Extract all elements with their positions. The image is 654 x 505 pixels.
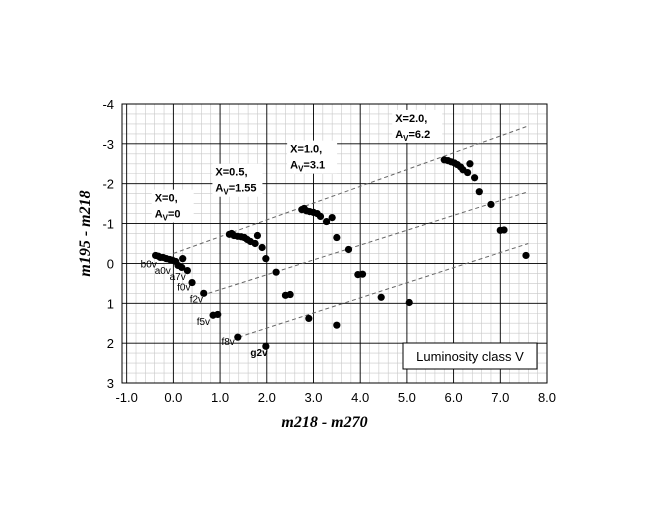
data-point [286, 290, 294, 299]
x-axis-title: m218 - m270 [281, 414, 367, 431]
data-point [258, 243, 266, 252]
data-point [316, 212, 325, 220]
data-point [475, 188, 483, 196]
annotation-sub: V [403, 134, 409, 143]
data-points [152, 156, 530, 350]
annotation-line-av: AV=6.2 [395, 129, 430, 143]
annotation-background [212, 163, 263, 197]
y-tick-label: -3 [102, 137, 114, 152]
annotation-line-x: X=0.5, [215, 167, 247, 179]
x-tick-label: 1.0 [211, 390, 229, 405]
data-point [487, 200, 495, 209]
annotation-a: A [215, 183, 223, 195]
annotation-value: =6.2 [409, 129, 431, 141]
data-point [322, 217, 331, 226]
annotation-value: =0 [168, 209, 181, 221]
y-axis-title: m195 - m218 [77, 190, 94, 276]
y-tick-label: -1 [102, 217, 114, 232]
annotation-line-x: X=0, [155, 193, 178, 205]
data-point [179, 255, 187, 263]
data-point [305, 314, 313, 323]
x-tick-label: 6.0 [445, 390, 463, 405]
spectral-type-label: f8v [221, 337, 234, 348]
data-point [522, 251, 530, 260]
annotation-background [287, 140, 338, 174]
x-tick-label: -1.0 [115, 390, 137, 405]
spectral-type-label: f2v [190, 294, 203, 305]
x-tick-label: 4.0 [351, 390, 369, 405]
data-point [405, 298, 413, 307]
data-point [183, 267, 191, 275]
spectral-type-label: a0v [155, 266, 171, 277]
data-point [500, 226, 508, 234]
data-point [178, 263, 186, 272]
data-point [377, 293, 385, 301]
annotation-value: =3.1 [303, 160, 325, 172]
x-tick-label: 8.0 [538, 390, 556, 405]
annotation-line-av: AV=0 [155, 209, 181, 223]
spectral-type-label: a7v [170, 272, 186, 283]
x-tick-label: 7.0 [491, 390, 509, 405]
annotation-sub: V [298, 165, 304, 174]
data-point [253, 231, 262, 240]
data-point [464, 168, 472, 177]
x-tick-label: 5.0 [398, 390, 416, 405]
data-point [358, 270, 367, 278]
data-point [333, 233, 341, 242]
y-tick-label: 1 [107, 296, 114, 311]
legend-text: Luminosity class V [416, 349, 524, 364]
data-point [471, 174, 479, 182]
data-point [328, 213, 336, 222]
annotation-line-av: AV=1.55 [215, 183, 256, 197]
annotation-sub: V [163, 214, 169, 223]
annotation-a: A [395, 129, 403, 141]
spectral-type-label: b0v [141, 259, 157, 270]
y-tick-label: -4 [102, 97, 114, 112]
reference-lines [173, 125, 529, 338]
data-point [200, 289, 208, 297]
y-tick-label: -2 [102, 177, 114, 192]
spectral-type-label: f0v [177, 283, 190, 294]
spectral-type-label: f5v [197, 317, 210, 328]
annotation-a: A [155, 209, 163, 221]
annotation-line-x: X=2.0, [395, 113, 427, 125]
x-tick-label: 0.0 [164, 390, 182, 405]
x-tick-label: 2.0 [258, 390, 276, 405]
reddening-line [238, 243, 529, 338]
data-point [188, 278, 196, 287]
y-tick-label: 2 [107, 336, 114, 351]
legend-box-frame [402, 342, 538, 370]
annotation-background [392, 109, 443, 143]
spectral-type-label: g2v [250, 348, 268, 359]
annotation-a: A [290, 160, 298, 172]
legend-box: Luminosity class V [402, 342, 538, 370]
data-point [234, 333, 242, 341]
annotation-background [151, 189, 194, 223]
y-tick-label: 3 [107, 376, 114, 391]
annotation-sub: V [223, 188, 229, 197]
x-tick-label: 3.0 [304, 390, 322, 405]
data-point [272, 268, 280, 276]
data-point [262, 342, 270, 350]
data-point [344, 245, 353, 254]
data-point [333, 321, 341, 329]
data-point [251, 239, 259, 248]
annotation-value: =1.55 [229, 183, 257, 195]
data-point [466, 160, 474, 168]
data-point [214, 310, 222, 319]
annotation-line-x: X=1.0, [290, 144, 322, 156]
annotation-line-av: AV=3.1 [290, 160, 325, 174]
y-axis-ticks: -4 -3 -2 -1 0 1 2 3 [102, 97, 114, 391]
x-axis-ticks: -1.0 0.0 1.0 2.0 3.0 4.0 5.0 6.0 7.0 8.0 [115, 390, 556, 405]
plot-frame [121, 103, 548, 384]
data-point [262, 255, 270, 263]
y-tick-label: 0 [107, 256, 114, 271]
annotations: X=0,AV=0X=0.5,AV=1.55X=1.0,AV=3.1X=2.0,A… [151, 109, 443, 223]
